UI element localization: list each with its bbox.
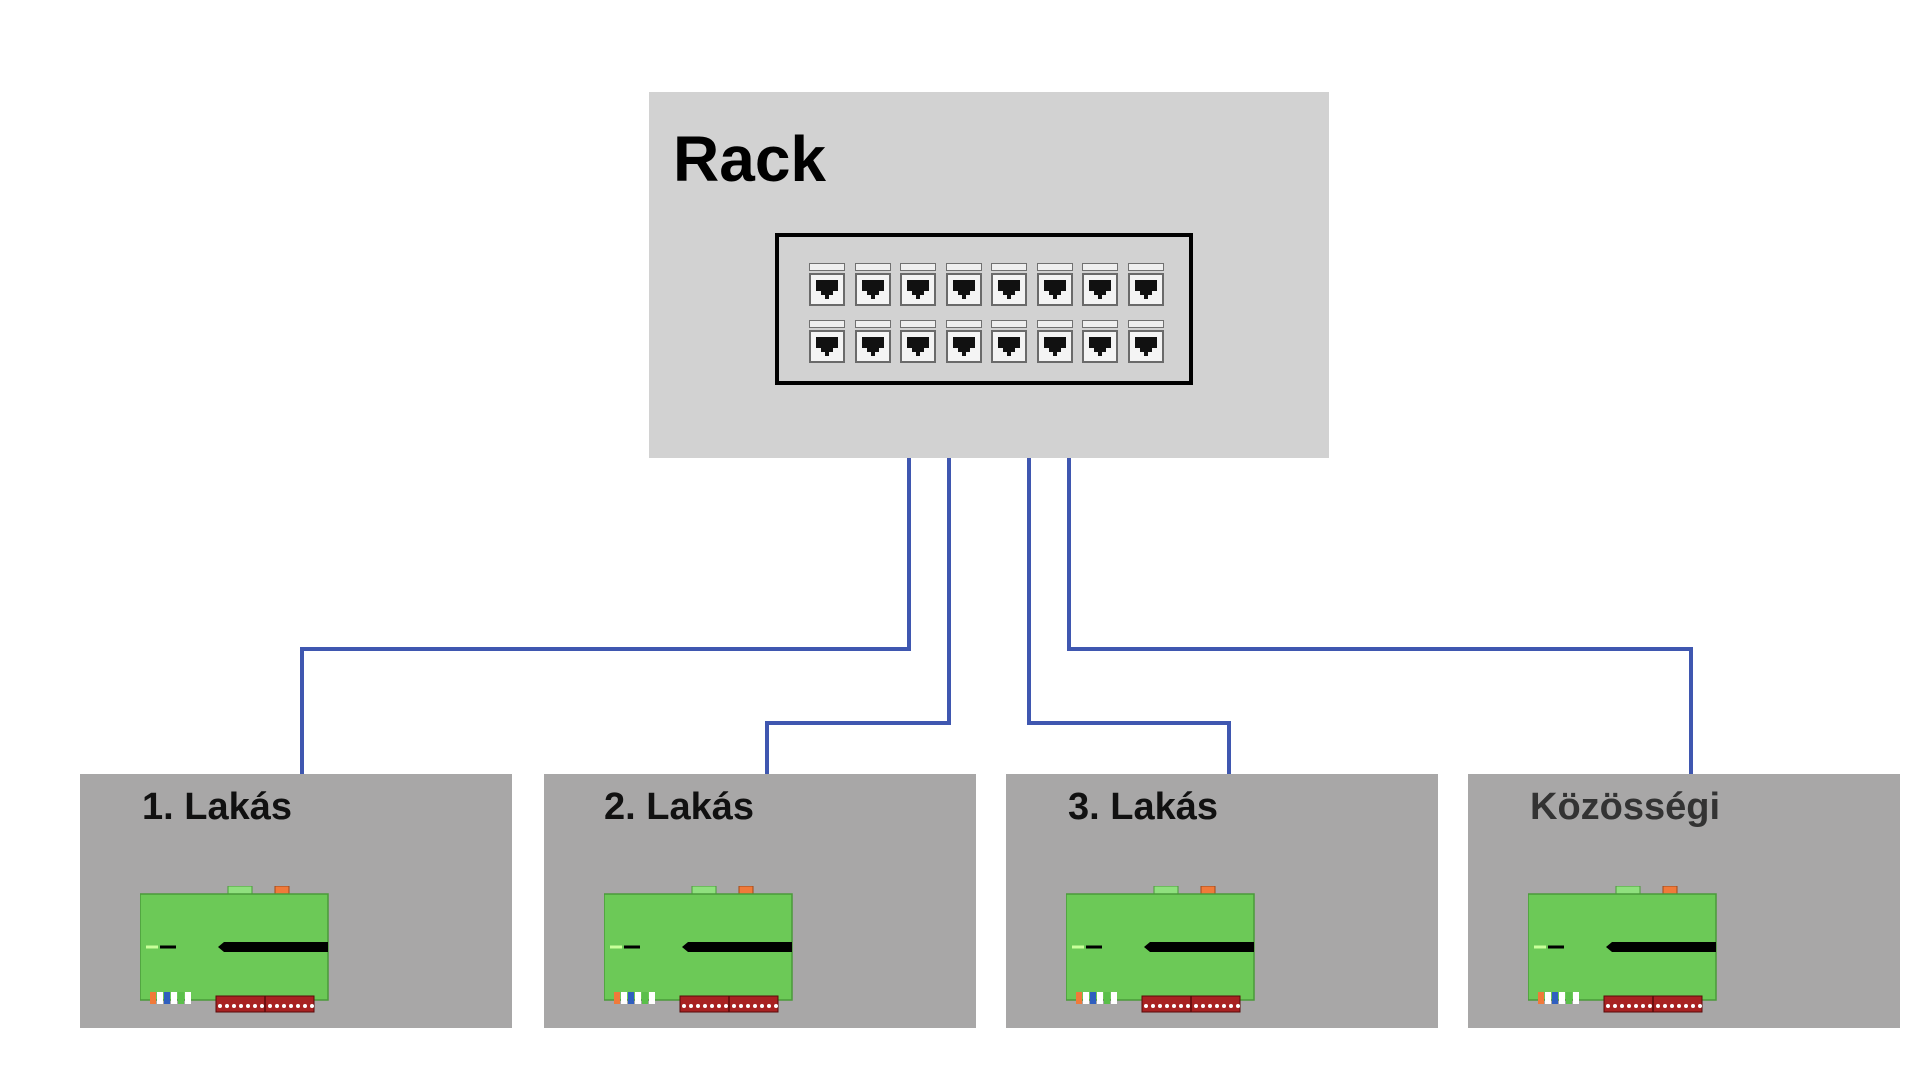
controller-board-icon: [1527, 885, 1718, 1021]
unit-3: 3. Lakás: [1006, 774, 1438, 1028]
controller-board-icon: [1065, 885, 1256, 1021]
rj45-port-icon: [809, 320, 845, 365]
rj45-port-icon: [1036, 263, 1073, 308]
cable-to-unit-3: [1027, 458, 1231, 774]
rack-box: Rack: [649, 92, 1329, 458]
rj45-port-icon: [809, 263, 845, 308]
cable-to-unit-2: [765, 458, 951, 774]
cable-to-unit-4: [1067, 458, 1693, 774]
patch-panel: [775, 233, 1193, 385]
unit-1: 1. Lakás: [80, 774, 512, 1028]
rj45-port-icon: [900, 320, 936, 365]
rj45-port-icon: [991, 263, 1027, 308]
rj45-port-icon: [1127, 263, 1164, 308]
rj45-port-icon: [991, 320, 1027, 365]
rj45-port-icon: [945, 320, 982, 365]
rj45-port-icon: [1036, 320, 1073, 365]
patch-panel-ports: [809, 263, 1164, 365]
unit-4-label: Közösségi: [1530, 786, 1721, 828]
unit-3-label: 3. Lakás: [1068, 786, 1218, 828]
rj45-port-icon: [1082, 263, 1118, 308]
unit-2: 2. Lakás: [544, 774, 976, 1028]
cable-to-unit-1: [300, 458, 911, 774]
rj45-port-icon: [1082, 320, 1118, 365]
rack-title: Rack: [673, 123, 826, 195]
rj45-port-icon: [900, 263, 936, 308]
unit-4: Közösségi: [1468, 774, 1900, 1028]
rj45-port-icon: [854, 263, 891, 308]
controller-board-icon: [603, 885, 794, 1021]
rj45-port-icon: [945, 263, 982, 308]
controller-board-icon: [139, 885, 330, 1021]
unit-2-label: 2. Lakás: [604, 786, 754, 828]
rj45-port-icon: [1127, 320, 1164, 365]
unit-1-label: 1. Lakás: [142, 786, 292, 828]
rj45-port-icon: [854, 320, 891, 365]
